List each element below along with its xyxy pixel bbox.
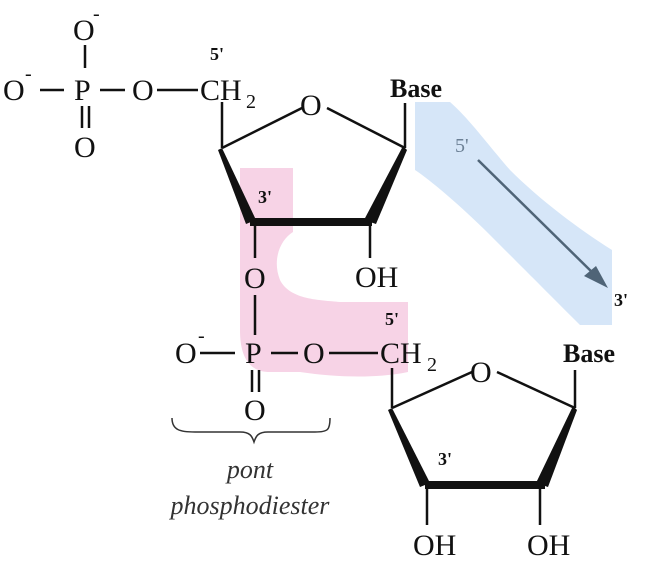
label-3-prime: 3' — [258, 187, 272, 207]
bridge-oxygen-double: O — [244, 394, 266, 427]
caption-pont: pont — [225, 455, 274, 484]
base-label: Base — [390, 74, 442, 103]
phosphate-oxygen-double: O — [74, 131, 96, 164]
phosphate-oxygen-top: O — [73, 14, 95, 47]
subscript-2: 2 — [427, 354, 437, 376]
brace — [171, 417, 331, 445]
base-label-2: Base — [563, 339, 615, 368]
phosphorus-atom: P — [74, 74, 91, 107]
arrow-head-icon — [584, 266, 608, 288]
ch2-group: CH — [200, 74, 242, 107]
hydroxyl-2prime: OH — [355, 261, 398, 294]
hydroxyl-2prime-2: OH — [527, 529, 570, 562]
label-5-prime: 5' — [210, 44, 224, 64]
ch2-group-2: CH — [380, 337, 422, 370]
charge-sign: - — [25, 63, 32, 85]
charge-sign: - — [198, 325, 205, 347]
ester-oxygen: O — [132, 74, 154, 107]
direction-arrow — [477, 159, 599, 279]
caption-phosphodiester: phosphodiester — [169, 491, 331, 520]
ring-oxygen-2: O — [470, 356, 492, 389]
phosphate-oxygen-left: O — [3, 74, 25, 107]
bridge-phosphorus: P — [245, 337, 262, 370]
arrow-end-3-prime: 3' — [614, 290, 628, 310]
label-3-prime-2: 3' — [438, 449, 452, 469]
hydroxyl-3prime: OH — [413, 529, 456, 562]
ring-oxygen: O — [300, 89, 322, 122]
bridge-oxygen-minus: O — [175, 337, 197, 370]
direction-highlight — [415, 102, 612, 325]
charge-sign: - — [93, 3, 100, 25]
label-5-prime-2: 5' — [385, 309, 399, 329]
arrow-start-5-prime: 5' — [455, 135, 469, 157]
subscript-2: 2 — [246, 91, 256, 113]
bridge-oxygen-3prime: O — [244, 262, 266, 295]
bridge-oxygen-5prime: O — [303, 337, 325, 370]
